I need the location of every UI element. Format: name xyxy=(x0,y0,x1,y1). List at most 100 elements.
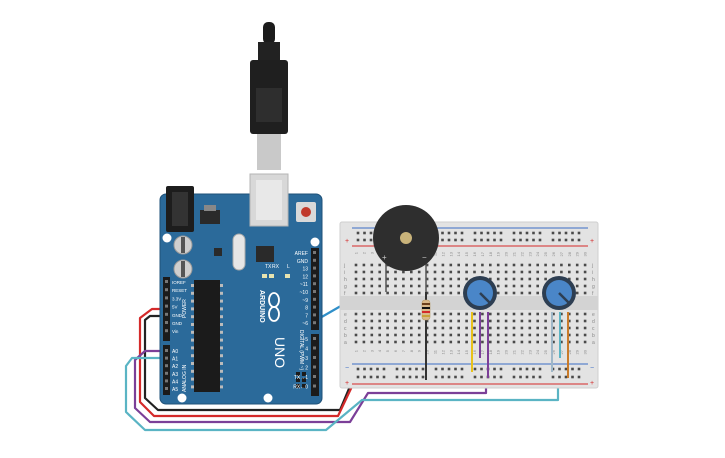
breadboard-hole[interactable] xyxy=(568,333,571,337)
breadboard-hole[interactable] xyxy=(536,291,539,295)
breadboard-hole[interactable] xyxy=(560,340,563,344)
breadboard-hole[interactable] xyxy=(512,326,516,330)
breadboard-hole[interactable] xyxy=(560,263,563,267)
breadboard-hole[interactable] xyxy=(465,270,468,274)
breadboard-hole[interactable] xyxy=(386,312,389,316)
breadboard-hole[interactable] xyxy=(425,277,429,281)
breadboard-hole[interactable] xyxy=(354,312,358,316)
breadboard-hole[interactable] xyxy=(504,291,508,295)
breadboard-hole[interactable] xyxy=(473,263,476,267)
breadboard-hole[interactable] xyxy=(489,319,492,323)
breadboard-hole[interactable] xyxy=(378,284,381,288)
breadboard-hole[interactable] xyxy=(544,340,547,344)
breadboard-hole[interactable] xyxy=(394,284,397,288)
rail-hole[interactable] xyxy=(486,238,490,242)
breadboard-hole[interactable] xyxy=(520,263,524,267)
breadboard-hole[interactable] xyxy=(394,312,397,316)
breadboard-hole[interactable] xyxy=(433,270,437,274)
rail-hole[interactable] xyxy=(538,367,542,371)
breadboard-hole[interactable] xyxy=(402,326,405,330)
rail-hole[interactable] xyxy=(512,375,516,379)
breadboard-hole[interactable] xyxy=(473,326,476,330)
breadboard-hole[interactable] xyxy=(575,291,579,295)
rail-hole[interactable] xyxy=(525,367,529,371)
rail-hole[interactable] xyxy=(402,367,405,371)
breadboard-hole[interactable] xyxy=(457,319,460,323)
breadboard-hole[interactable] xyxy=(568,326,571,330)
breadboard-hole[interactable] xyxy=(504,333,508,337)
breadboard-hole[interactable] xyxy=(496,291,500,295)
breadboard-hole[interactable] xyxy=(386,277,389,281)
breadboard-hole[interactable] xyxy=(473,319,476,323)
rail-hole[interactable] xyxy=(363,238,366,242)
breadboard-hole[interactable] xyxy=(417,333,421,337)
rail-hole[interactable] xyxy=(519,367,522,371)
rail-hole[interactable] xyxy=(454,238,457,242)
breadboard-hole[interactable] xyxy=(457,263,460,267)
breadboard-hole[interactable] xyxy=(481,319,484,323)
breadboard-hole[interactable] xyxy=(465,312,468,316)
breadboard-hole[interactable] xyxy=(441,319,445,323)
rail-hole[interactable] xyxy=(480,367,483,371)
rail-hole[interactable] xyxy=(369,375,373,379)
breadboard-hole[interactable] xyxy=(449,263,453,267)
rail-hole[interactable] xyxy=(480,238,483,242)
breadboard-hole[interactable] xyxy=(575,326,579,330)
rail-hole[interactable] xyxy=(551,375,555,379)
wires[interactable] xyxy=(124,286,560,432)
breadboard-hole[interactable] xyxy=(441,270,445,274)
rail-hole[interactable] xyxy=(415,367,418,371)
breadboard-hole[interactable] xyxy=(528,284,532,288)
rail-hole[interactable] xyxy=(480,231,483,235)
breadboard-hole[interactable] xyxy=(354,277,358,281)
breadboard-hole[interactable] xyxy=(528,326,532,330)
rail-hole[interactable] xyxy=(486,231,490,235)
rail-hole[interactable] xyxy=(532,238,535,242)
breadboard-hole[interactable] xyxy=(528,340,532,344)
rail-hole[interactable] xyxy=(538,375,542,379)
breadboard-hole[interactable] xyxy=(370,270,374,274)
rail-hole[interactable] xyxy=(441,238,444,242)
rail-hole[interactable] xyxy=(356,238,360,242)
rail-hole[interactable] xyxy=(519,238,522,242)
breadboard-hole[interactable] xyxy=(457,291,460,295)
rail-hole[interactable] xyxy=(356,375,360,379)
breadboard-hole[interactable] xyxy=(449,319,453,323)
breadboard-hole[interactable] xyxy=(583,340,587,344)
breadboard-hole[interactable] xyxy=(512,284,516,288)
digital-pin[interactable] xyxy=(313,297,316,301)
breadboard-hole[interactable] xyxy=(441,333,445,337)
breadboard-hole[interactable] xyxy=(583,291,587,295)
breadboard-hole[interactable] xyxy=(410,284,413,288)
breadboard-hole[interactable] xyxy=(417,326,421,330)
breadboard-hole[interactable] xyxy=(504,312,508,316)
rail-hole[interactable] xyxy=(551,231,555,235)
breadboard-hole[interactable] xyxy=(575,333,579,337)
rail-hole[interactable] xyxy=(434,375,438,379)
breadboard-hole[interactable] xyxy=(402,340,405,344)
breadboard-hole[interactable] xyxy=(354,340,358,344)
breadboard-hole[interactable] xyxy=(425,340,429,344)
breadboard-hole[interactable] xyxy=(504,319,508,323)
breadboard-hole[interactable] xyxy=(394,270,397,274)
breadboard-hole[interactable] xyxy=(425,326,429,330)
analog-pin[interactable] xyxy=(165,356,168,360)
breadboard-hole[interactable] xyxy=(536,277,539,281)
breadboard-hole[interactable] xyxy=(449,312,453,316)
rail-hole[interactable] xyxy=(447,375,451,379)
rail-hole[interactable] xyxy=(363,375,366,379)
breadboard-hole[interactable] xyxy=(528,333,532,337)
breadboard-hole[interactable] xyxy=(410,319,413,323)
breadboard-hole[interactable] xyxy=(386,291,389,295)
breadboard-hole[interactable] xyxy=(560,333,563,337)
breadboard-hole[interactable] xyxy=(473,270,476,274)
breadboard-hole[interactable] xyxy=(504,277,508,281)
rail-hole[interactable] xyxy=(564,375,568,379)
breadboard-hole[interactable] xyxy=(575,340,579,344)
breadboard-hole[interactable] xyxy=(560,326,563,330)
rail-hole[interactable] xyxy=(447,231,451,235)
rail-hole[interactable] xyxy=(460,238,464,242)
breadboard-hole[interactable] xyxy=(370,326,374,330)
breadboard-hole[interactable] xyxy=(465,333,468,337)
rail-hole[interactable] xyxy=(558,367,561,371)
